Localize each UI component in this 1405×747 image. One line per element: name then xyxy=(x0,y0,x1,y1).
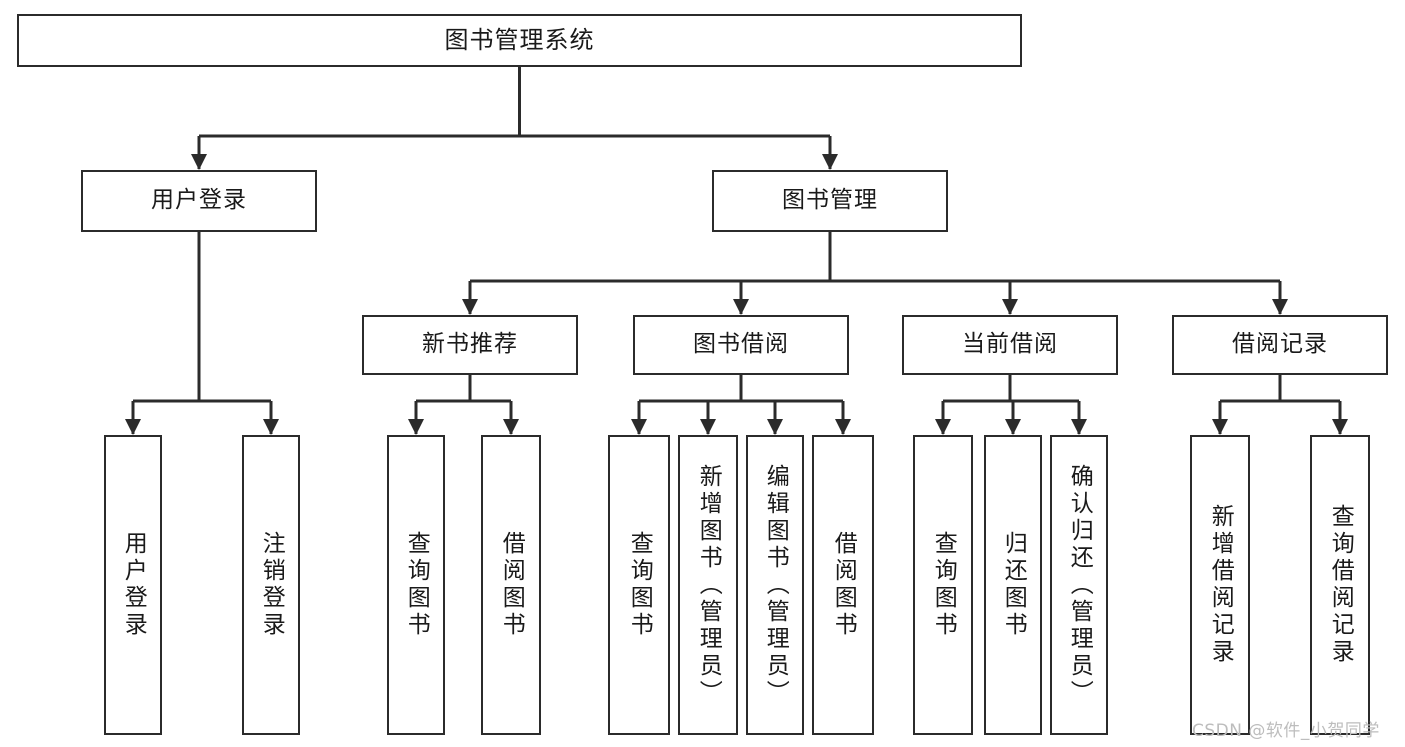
node-borrow[interactable]: 图书借阅 xyxy=(633,315,849,375)
node-l-query1[interactable]: 查询图书 xyxy=(387,435,445,735)
node-l-login[interactable]: 用户登录 xyxy=(104,435,162,735)
node-l-query2[interactable]: 查询图书 xyxy=(608,435,670,735)
node-records[interactable]: 借阅记录 xyxy=(1172,315,1388,375)
node-l-borrow2[interactable]: 借阅图书 xyxy=(812,435,874,735)
node-l-add[interactable]: 新增图书（管理员） xyxy=(678,435,738,735)
csdn-watermark: CSDN @软件_小贺同学 xyxy=(1192,721,1380,741)
node-l-query3[interactable]: 查询图书 xyxy=(913,435,973,735)
node-current[interactable]: 当前借阅 xyxy=(902,315,1118,375)
node-bookmgmt[interactable]: 图书管理 xyxy=(712,170,948,232)
node-l-logout[interactable]: 注销登录 xyxy=(242,435,300,735)
node-l-edit[interactable]: 编辑图书（管理员） xyxy=(746,435,804,735)
node-l-borrow1[interactable]: 借阅图书 xyxy=(481,435,541,735)
node-login[interactable]: 用户登录 xyxy=(81,170,317,232)
node-l-return[interactable]: 归还图书 xyxy=(984,435,1042,735)
node-root[interactable]: 图书管理系统 xyxy=(17,14,1022,67)
node-l-addrec[interactable]: 新增借阅记录 xyxy=(1190,435,1250,735)
node-newbook[interactable]: 新书推荐 xyxy=(362,315,578,375)
node-l-confirm[interactable]: 确认归还（管理员） xyxy=(1050,435,1108,735)
node-l-qryrec[interactable]: 查询借阅记录 xyxy=(1310,435,1370,735)
